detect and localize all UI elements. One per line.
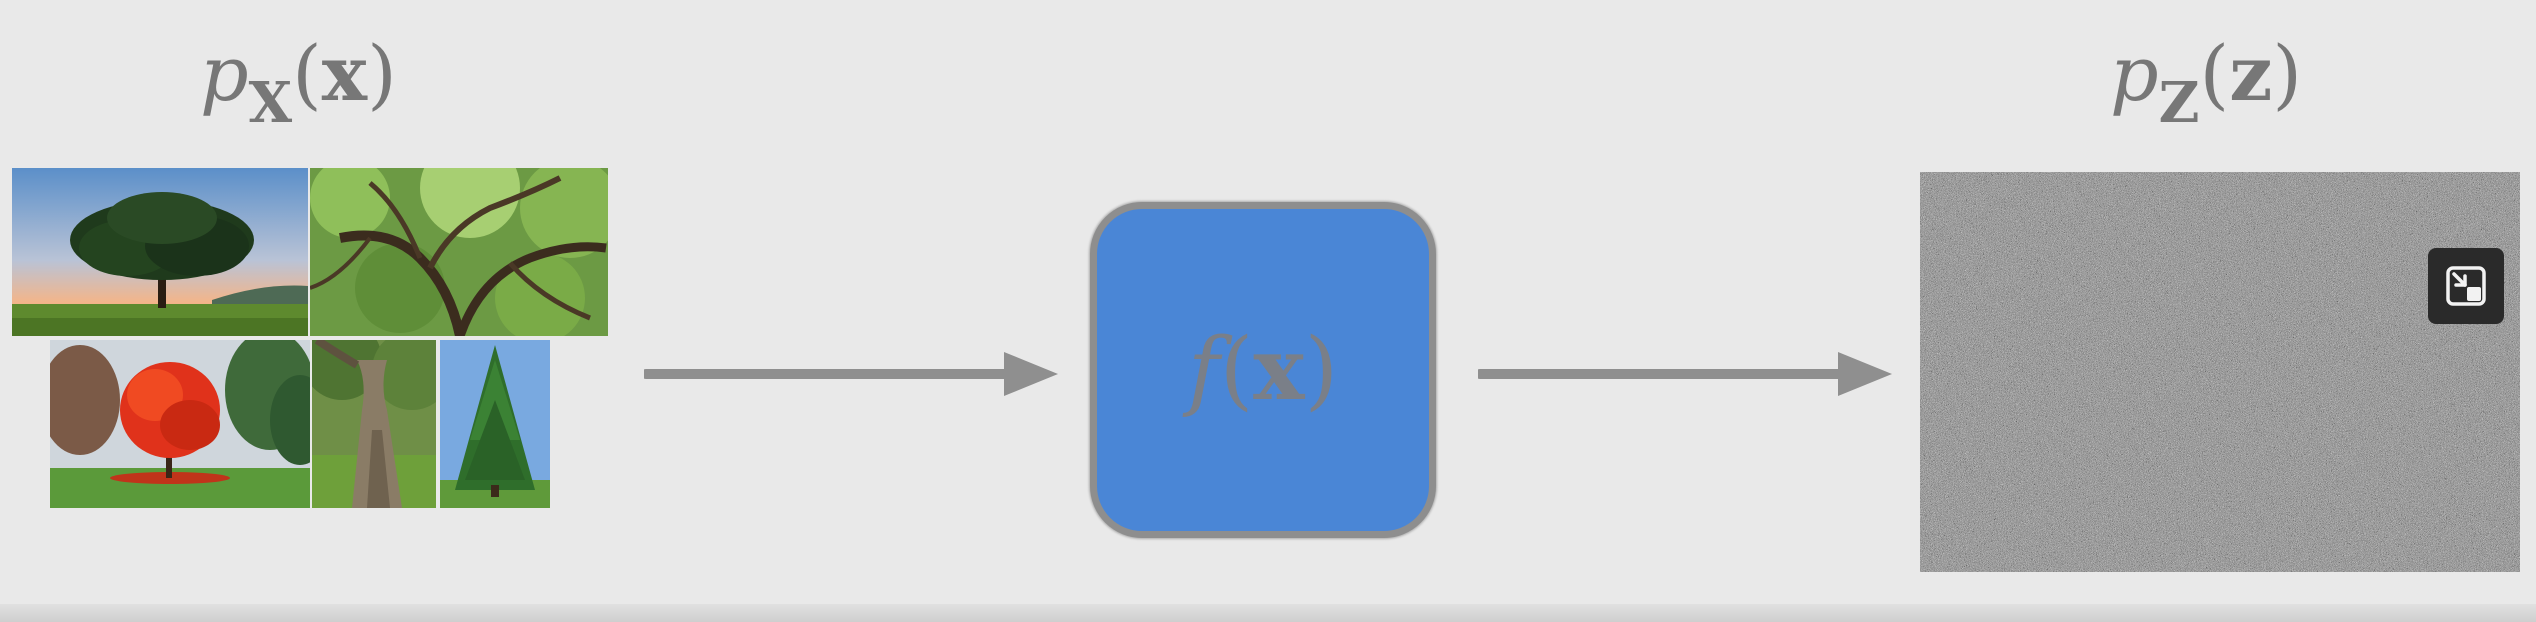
label-p: p (200, 29, 249, 118)
label-close-paren: ) (2272, 29, 2303, 118)
label-p: p (2110, 29, 2159, 118)
label-open-paren: ( (2199, 29, 2230, 118)
label-argument: x (321, 29, 368, 118)
function-label: f(x) (1188, 327, 1338, 414)
arrow-right-icon (1475, 346, 1898, 402)
data-distribution-label: pX(x) (200, 36, 397, 132)
function-close-paren: ) (1304, 320, 1339, 420)
function-f: f (1187, 320, 1220, 420)
arrow-right-icon (641, 346, 1064, 402)
picture-in-picture-exit-button[interactable] (2428, 248, 2504, 324)
tree-photo-branches (310, 168, 608, 336)
label-subscript: Z (2158, 70, 2200, 136)
picture-in-picture-exit-icon (2446, 266, 2486, 306)
bottom-edge-bar (0, 604, 2536, 622)
tree-image-collage (12, 168, 608, 508)
label-open-paren: ( (292, 29, 322, 118)
tree-photo-thick-trunk (312, 340, 436, 508)
transformation-function-box: f(x) (1090, 202, 1436, 538)
function-open-paren: ( (1219, 320, 1254, 420)
tree-photo-red-maple (50, 340, 310, 508)
tree-photo-conifer (440, 340, 550, 508)
function-argument: x (1253, 319, 1305, 420)
label-close-paren: ) (367, 29, 397, 118)
label-argument: z (2229, 29, 2273, 118)
gaussian-noise-image (1920, 172, 2520, 572)
label-subscript: X (248, 70, 293, 136)
latent-distribution-label: pZ(z) (2110, 36, 2302, 132)
tree-photo-sunset-oak (12, 168, 308, 336)
